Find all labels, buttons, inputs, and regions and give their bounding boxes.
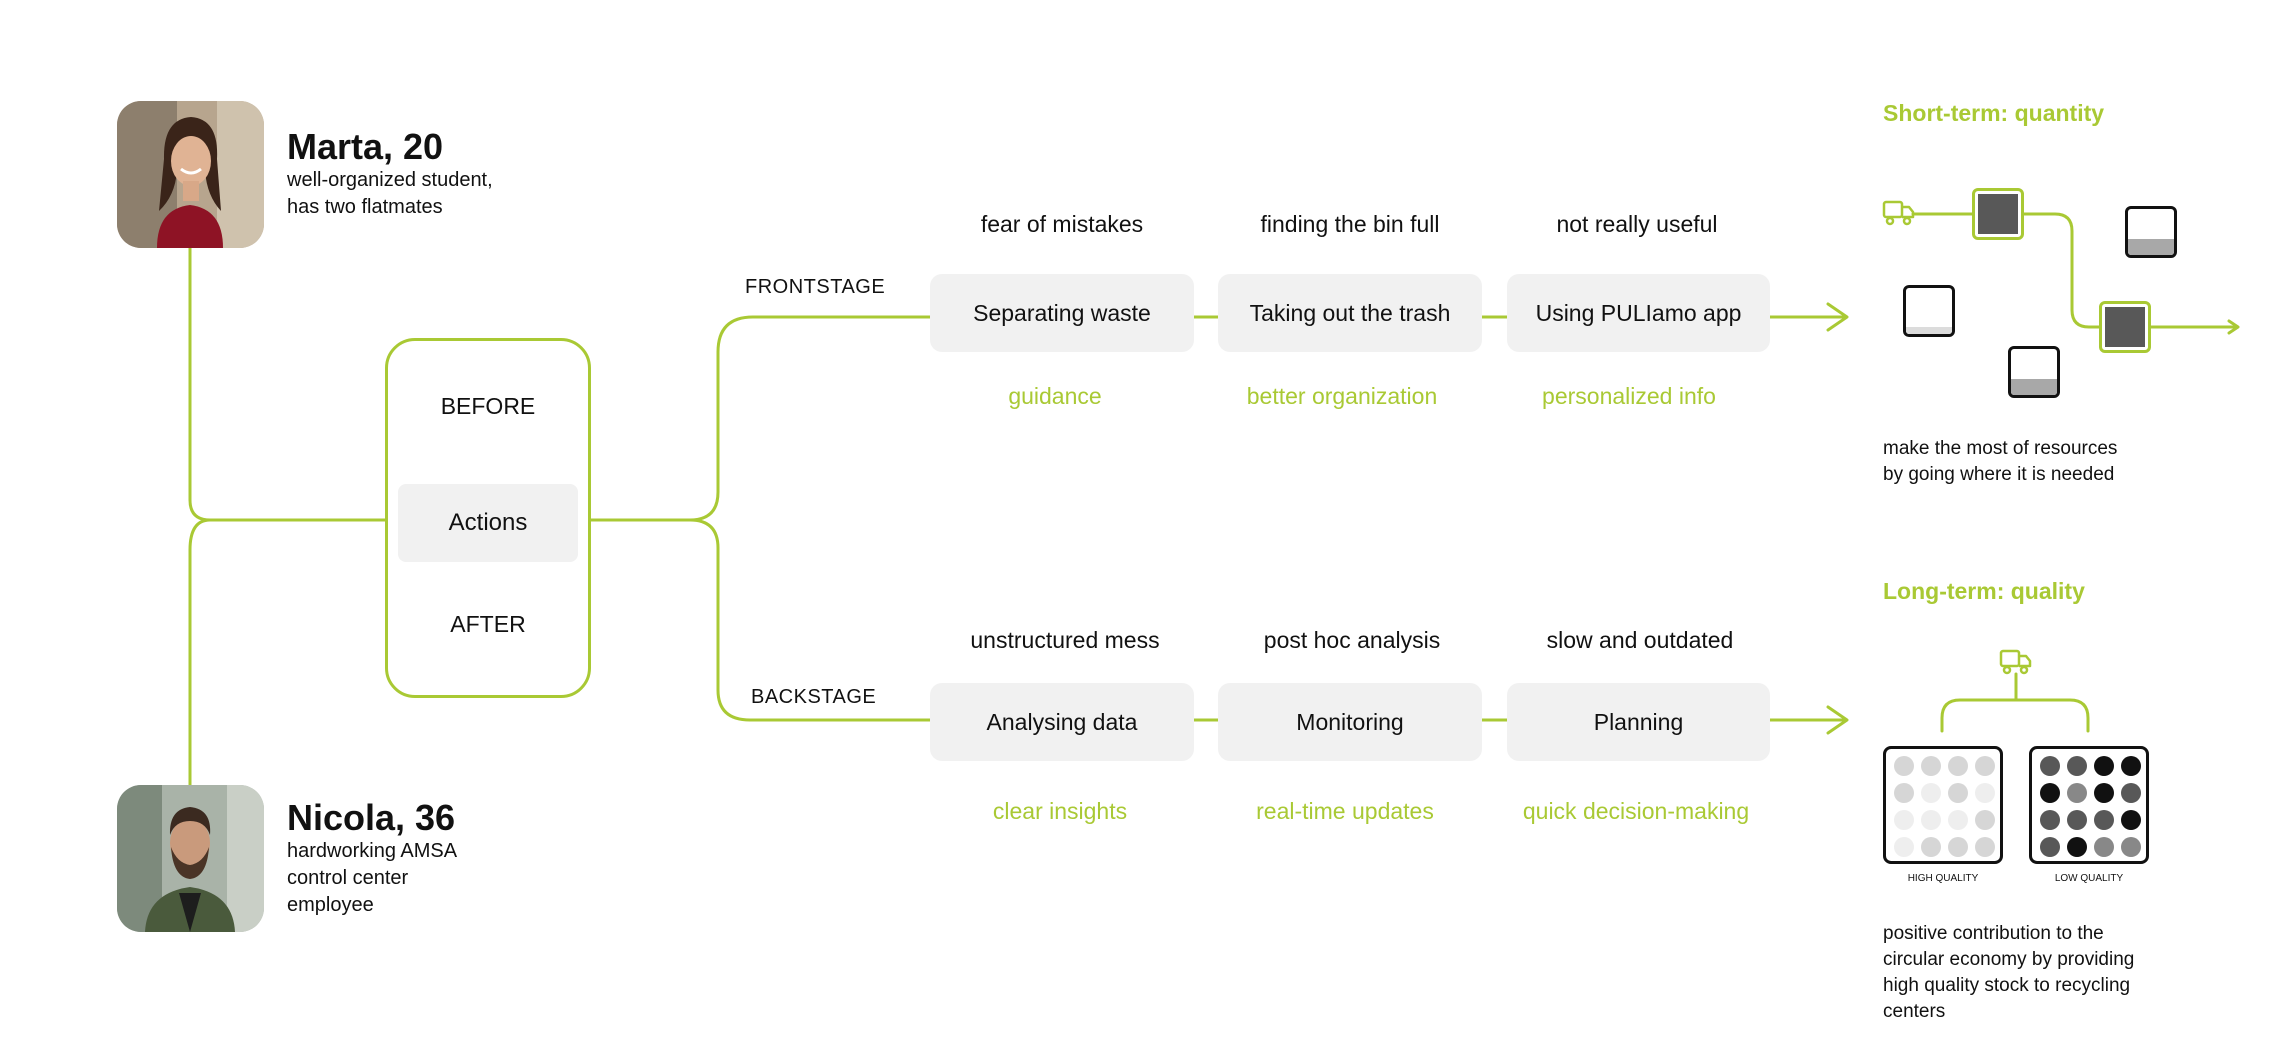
waste-dot xyxy=(1948,783,1968,803)
backstage-step: Monitoring xyxy=(1218,683,1482,761)
persona-desc-line: employee xyxy=(287,894,374,916)
frontstage-step: Using PULIamo app xyxy=(1507,274,1770,352)
waste-dot xyxy=(2040,783,2060,803)
waste-dot xyxy=(1894,783,1914,803)
actions-state-box: BEFORE Actions AFTER xyxy=(385,338,591,698)
short-term-note: make the most of resources by going wher… xyxy=(1883,436,2117,488)
waste-dot xyxy=(2040,756,2060,776)
persona-desc-nicola: hardworking AMSA control center employee xyxy=(287,838,457,919)
before-label: BEFORE xyxy=(440,393,536,419)
waste-dot xyxy=(2121,756,2141,776)
truck-icon xyxy=(1882,200,1915,226)
waste-bin xyxy=(2008,346,2060,398)
persona-desc-marta: well-organized student, has two flatmate… xyxy=(287,167,493,221)
backstage-step: Analysing data xyxy=(930,683,1194,761)
low-quality-label: LOW QUALITY xyxy=(2054,873,2124,884)
note-line: by going where it is needed xyxy=(1883,464,2115,485)
route-bin xyxy=(2099,301,2151,353)
high-quality-label: HIGH QUALITY xyxy=(1907,873,1979,884)
waste-dot xyxy=(1921,810,1941,830)
frontstage-step: Taking out the trash xyxy=(1218,274,1482,352)
waste-dot xyxy=(2121,810,2141,830)
note-line: make the most of resources xyxy=(1883,438,2118,459)
waste-dot xyxy=(1975,756,1995,776)
waste-dot xyxy=(1948,756,1968,776)
backstage-gain: real-time updates xyxy=(1256,798,1434,824)
frontstage-gain: guidance xyxy=(1008,383,1102,409)
waste-dot xyxy=(2094,837,2114,857)
note-line: circular economy by providing xyxy=(1883,949,2135,970)
bin-fill-level xyxy=(2128,238,2174,255)
backstage-step: Planning xyxy=(1507,683,1770,761)
waste-dot xyxy=(2094,756,2114,776)
frontstage-pain: finding the bin full xyxy=(1260,211,1440,237)
waste-dot xyxy=(2067,756,2087,776)
note-line: positive contribution to the xyxy=(1883,923,2104,944)
persona-name-nicola: Nicola, 36 xyxy=(287,797,456,838)
backstage-label: BACKSTAGE xyxy=(751,686,877,708)
note-line: centers xyxy=(1883,1001,1946,1022)
waste-dot xyxy=(1894,810,1914,830)
waste-dot xyxy=(1948,837,1968,857)
frontstage-pain: not really useful xyxy=(1556,211,1718,237)
frontstage-gain: personalized info xyxy=(1542,383,1716,409)
waste-dot xyxy=(2067,837,2087,857)
bin-fill-level xyxy=(1906,327,1952,334)
note-line: high quality stock to recycling xyxy=(1883,975,2131,996)
actions-label: Actions xyxy=(398,484,578,562)
waste-dot xyxy=(1948,810,1968,830)
waste-dot xyxy=(2040,837,2060,857)
persona-desc-line: hardworking AMSA xyxy=(287,840,458,862)
waste-dot xyxy=(2121,783,2141,803)
high-quality-bin-grid xyxy=(1883,746,2003,864)
waste-dot xyxy=(1975,783,1995,803)
persona-desc-line: control center xyxy=(287,867,409,889)
waste-dot xyxy=(2094,810,2114,830)
waste-dot xyxy=(2094,783,2114,803)
short-term-title: Short-term: quantity xyxy=(1883,100,2105,126)
waste-dot xyxy=(1921,756,1941,776)
waste-bin xyxy=(2125,206,2177,258)
waste-dot xyxy=(1975,810,1995,830)
waste-dot xyxy=(1975,837,1995,857)
frontstage-label: FRONTSTAGE xyxy=(745,276,886,298)
persona-desc-line: has two flatmates xyxy=(287,196,443,218)
waste-dot xyxy=(2040,810,2060,830)
route-bin xyxy=(1972,188,2024,240)
persona-desc-line: well-organized student, xyxy=(287,169,493,191)
avatar-marta xyxy=(117,101,264,248)
bin-fill-level xyxy=(2011,378,2057,395)
long-term-note: positive contribution to the circular ec… xyxy=(1883,921,2134,1025)
waste-dot xyxy=(2067,783,2087,803)
waste-bin xyxy=(1903,285,1955,337)
waste-dot xyxy=(1921,837,1941,857)
persona-name-marta: Marta, 20 xyxy=(287,126,444,167)
frontstage-step: Separating waste xyxy=(930,274,1194,352)
waste-dot xyxy=(1921,783,1941,803)
long-term-title: Long-term: quality xyxy=(1883,578,2085,604)
waste-dot xyxy=(2121,837,2141,857)
backstage-pain: slow and outdated xyxy=(1546,627,1734,653)
avatar-nicola xyxy=(117,785,264,932)
backstage-pain: unstructured mess xyxy=(970,627,1160,653)
waste-dot xyxy=(1894,756,1914,776)
waste-dot xyxy=(2067,810,2087,830)
frontstage-gain: better organization xyxy=(1246,383,1438,409)
backstage-gain: clear insights xyxy=(992,798,1128,824)
frontstage-pain: fear of mistakes xyxy=(980,211,1144,237)
low-quality-bin-grid xyxy=(2029,746,2149,864)
backstage-pain: post hoc analysis xyxy=(1263,627,1441,653)
after-label: AFTER xyxy=(450,611,526,637)
truck-icon xyxy=(1999,649,2032,675)
backstage-gain: quick decision-making xyxy=(1522,798,1750,824)
waste-dot xyxy=(1894,837,1914,857)
